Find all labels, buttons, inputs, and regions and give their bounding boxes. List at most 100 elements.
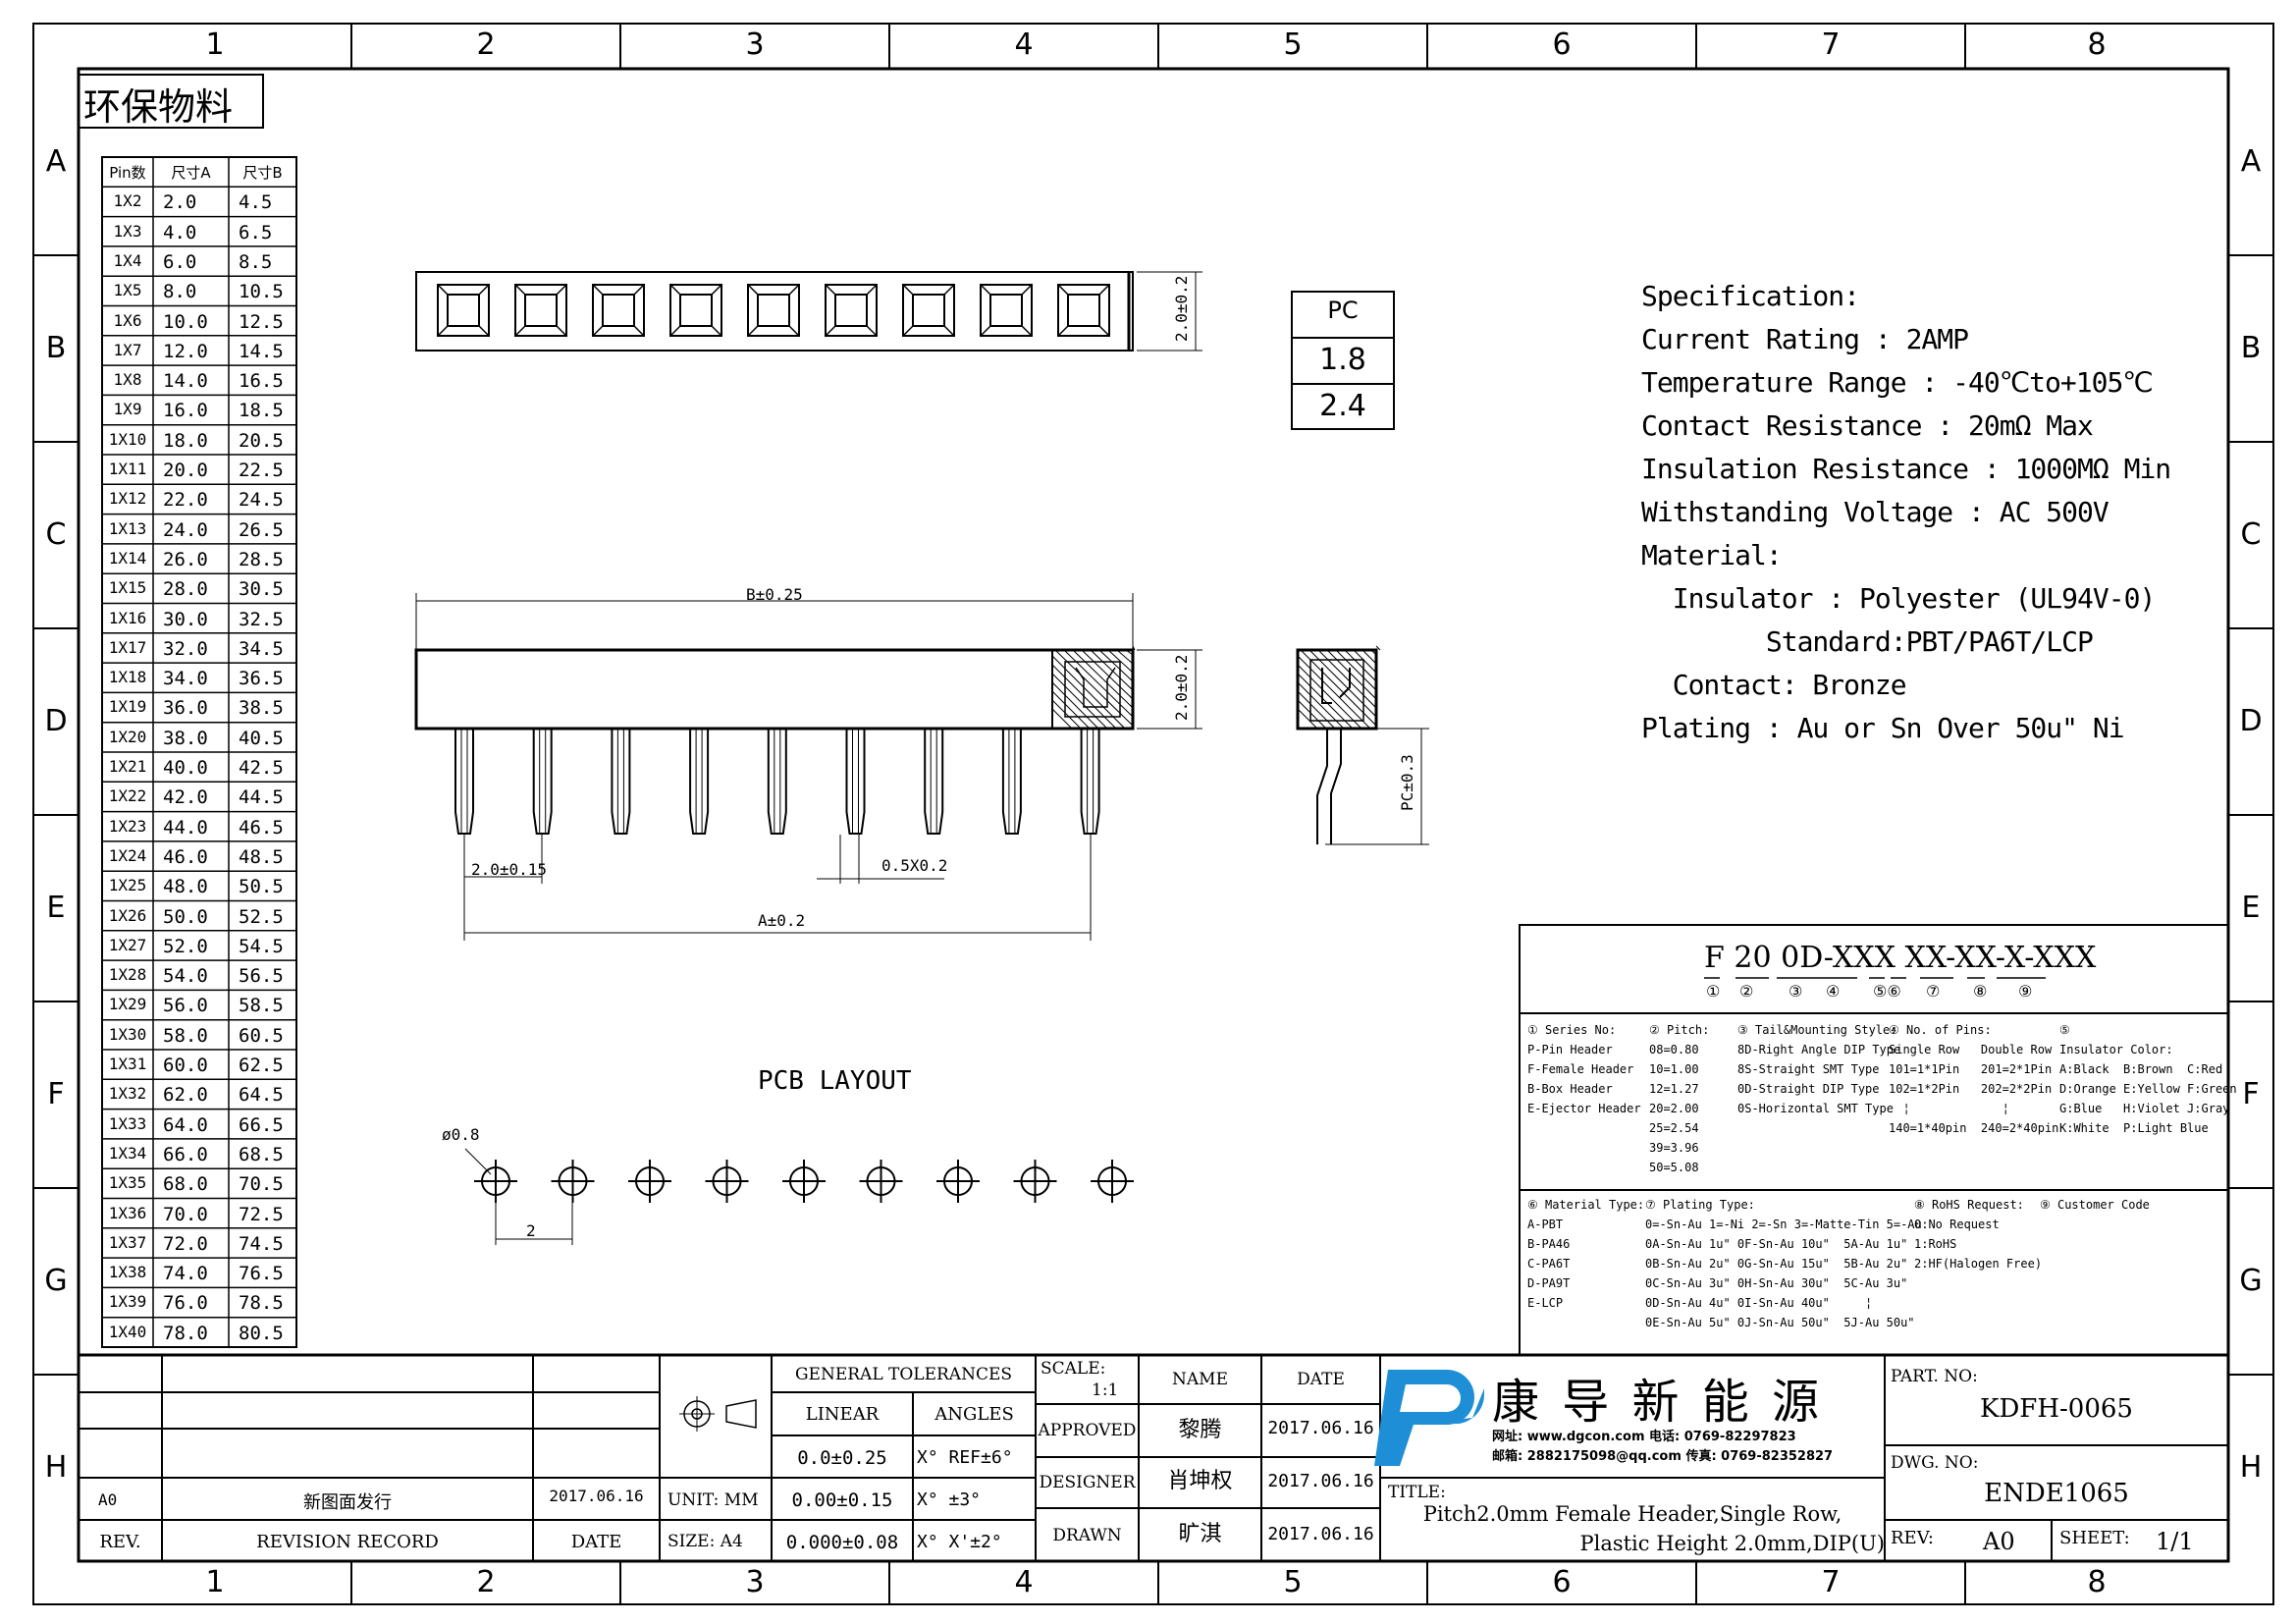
legend-tail: 0S-Horizontal SMT Type bbox=[1737, 1102, 1894, 1115]
pin-table-cell: 16.5 bbox=[239, 370, 284, 393]
column-label-bottom: 8 bbox=[2087, 1565, 2107, 1599]
part-code-number: ⑧ bbox=[1973, 982, 1988, 1001]
pin-table-cell: 28.5 bbox=[239, 548, 284, 570]
pin-table-cell: 1X3 bbox=[113, 221, 142, 241]
pin-table-cell: 24.0 bbox=[163, 518, 208, 541]
legend-pins: ④ No. of Pins: bbox=[1889, 1023, 1992, 1037]
part-code-number: ① bbox=[1706, 982, 1721, 1001]
pin-table-cell: 56.5 bbox=[239, 965, 284, 988]
title-block bbox=[79, 1353, 2228, 1561]
legend-rohs: 2:HF(Halogen Free) bbox=[1914, 1257, 2043, 1271]
legend-plating: 0B-Sn-Au 2u" 0G-Sn-Au 15u" 5B-Au 2u" bbox=[1645, 1257, 1908, 1271]
pin-table-cell: 32.0 bbox=[163, 637, 208, 660]
pc-table bbox=[1291, 291, 1395, 430]
legend-tail: 8D-Right Angle DIP Type bbox=[1737, 1043, 1901, 1056]
row-label-left: F bbox=[47, 1077, 65, 1111]
part-code-number: ② bbox=[1739, 982, 1754, 1001]
dim-length-a: A±0.2 bbox=[758, 911, 806, 930]
pin-table-cell: 12.0 bbox=[163, 340, 208, 362]
pin-table-cell: 34.5 bbox=[239, 637, 284, 660]
tb-approved-date: 2017.06.16 bbox=[1267, 1418, 1374, 1438]
legend-pitch: 39=3.96 bbox=[1649, 1141, 1699, 1155]
legend-rohs: ⑧ RoHS Request: bbox=[1914, 1198, 2024, 1212]
pin-table-cell: 1X18 bbox=[108, 668, 147, 687]
legend-insulator: A:Black B:Brown C:Red bbox=[2059, 1062, 2223, 1076]
pin-table-cell: 42.5 bbox=[239, 757, 284, 779]
tol-linear: 0.00±0.15 bbox=[791, 1489, 893, 1511]
top-view bbox=[415, 271, 1202, 352]
tb-scale-label: SCALE: bbox=[1041, 1359, 1106, 1379]
pin-table-cell: 80.5 bbox=[239, 1322, 284, 1344]
pin-table-cell: 18.5 bbox=[239, 400, 284, 422]
spec-line: Standard:PBT/PA6T/LCP bbox=[1641, 625, 2094, 658]
dim-length-b: B±0.25 bbox=[746, 585, 803, 604]
legend-insulator: G:Blue H:Violet J:Gray bbox=[2059, 1102, 2230, 1115]
row-label-right: G bbox=[2239, 1264, 2263, 1298]
pin-table-cell: 66.0 bbox=[163, 1143, 208, 1165]
pcb-layout bbox=[474, 1160, 1134, 1203]
row-label-left: A bbox=[45, 144, 67, 179]
rev-cell: A0 bbox=[98, 1490, 118, 1509]
pin-table-cell: 74.0 bbox=[163, 1263, 208, 1285]
code-seg-1: F bbox=[1704, 941, 1725, 975]
pin-table-cell: 36.0 bbox=[163, 697, 208, 720]
row-label-left: E bbox=[46, 891, 66, 925]
company-logo bbox=[1374, 1370, 1485, 1466]
pin-table-cell: 46.5 bbox=[239, 816, 284, 839]
legend-pins: 101=1*1Pin 201=2*1Pin bbox=[1889, 1062, 2053, 1076]
pin-table-cell: 1X29 bbox=[108, 995, 147, 1014]
tb-rev-label: REV: bbox=[1891, 1528, 1934, 1548]
pin-table-cell: 14.5 bbox=[239, 340, 284, 362]
row-label-left: H bbox=[44, 1450, 68, 1485]
tb-linear: LINEAR bbox=[805, 1404, 880, 1425]
spec-line: Material: bbox=[1641, 539, 1783, 571]
pin-table-cell: 1X37 bbox=[108, 1232, 147, 1252]
side-view bbox=[1296, 645, 1429, 845]
pin-table-cell: 44.0 bbox=[163, 816, 208, 839]
pin-table-cell: 1X25 bbox=[108, 876, 147, 895]
pin-table-cell: 22.0 bbox=[163, 489, 208, 512]
tb-unit: UNIT: MM bbox=[667, 1490, 759, 1510]
pin-table-cell: 52.5 bbox=[239, 905, 284, 928]
dim-pin-size: 0.5X0.2 bbox=[881, 856, 948, 875]
pin-table-cell: 1X34 bbox=[108, 1143, 147, 1163]
tb-part-no: KDFH-0065 bbox=[1980, 1394, 2133, 1424]
pcb-hole-dim: ø0.8 bbox=[442, 1125, 480, 1144]
row-label-right: F bbox=[2242, 1077, 2260, 1111]
pin-table-cell: 48.5 bbox=[239, 845, 284, 868]
pin-table-cell: 40.0 bbox=[163, 757, 208, 779]
pin-table-cell: 14.0 bbox=[163, 370, 208, 393]
spec-line: Insulation Resistance : 1000MΩ Min bbox=[1641, 453, 2171, 485]
part-code-number: ③ bbox=[1789, 982, 1803, 1001]
pin-table-cell: 42.0 bbox=[163, 786, 208, 809]
column-label-top: 4 bbox=[1014, 27, 1034, 62]
pin-table-cell: 8.0 bbox=[163, 281, 197, 303]
dim-pc: PC±0.3 bbox=[1398, 754, 1416, 811]
pin-table-cell: 76.5 bbox=[239, 1263, 284, 1285]
pin-table-cell: 62.0 bbox=[163, 1084, 208, 1107]
legend-material: D-PA9T bbox=[1527, 1276, 1571, 1290]
pin-table-cell: 28.0 bbox=[163, 578, 208, 601]
legend-plating: ⑦ Plating Type: bbox=[1645, 1198, 1755, 1212]
rev-header: REV. bbox=[99, 1532, 141, 1552]
pin-table-cell: 10.5 bbox=[239, 281, 284, 303]
pin-table-cell: 1X26 bbox=[108, 905, 147, 925]
legend-plating: 0D-Sn-Au 4u" 0I-Sn-Au 40u" ¦ bbox=[1645, 1296, 1873, 1310]
pin-table-cell: 46.0 bbox=[163, 845, 208, 868]
rev-header: REVISION RECORD bbox=[256, 1532, 439, 1552]
pin-table-cell: 22.5 bbox=[239, 460, 284, 481]
company-name: 康 导 新 能 源 bbox=[1492, 1375, 1824, 1430]
legend-pitch: 10=1.00 bbox=[1649, 1062, 1699, 1076]
code-seg-2: 20 bbox=[1734, 941, 1772, 975]
pin-table-cell: 1X20 bbox=[108, 727, 147, 746]
pin-table-cell: 1X19 bbox=[108, 697, 147, 717]
pin-table-cell: 1X39 bbox=[108, 1292, 147, 1312]
legend-series: F-Female Header bbox=[1527, 1062, 1634, 1076]
pin-table-cell: 56.0 bbox=[163, 995, 208, 1017]
pin-table-cell: 2.0 bbox=[163, 191, 197, 214]
legend-pins: 102=1*2Pin 202=2*2Pin bbox=[1889, 1082, 2053, 1096]
pin-table-cell: 68.5 bbox=[239, 1143, 284, 1165]
pc-table-value-2: 2.4 bbox=[1319, 389, 1366, 423]
legend-material: B-PA46 bbox=[1527, 1237, 1571, 1251]
